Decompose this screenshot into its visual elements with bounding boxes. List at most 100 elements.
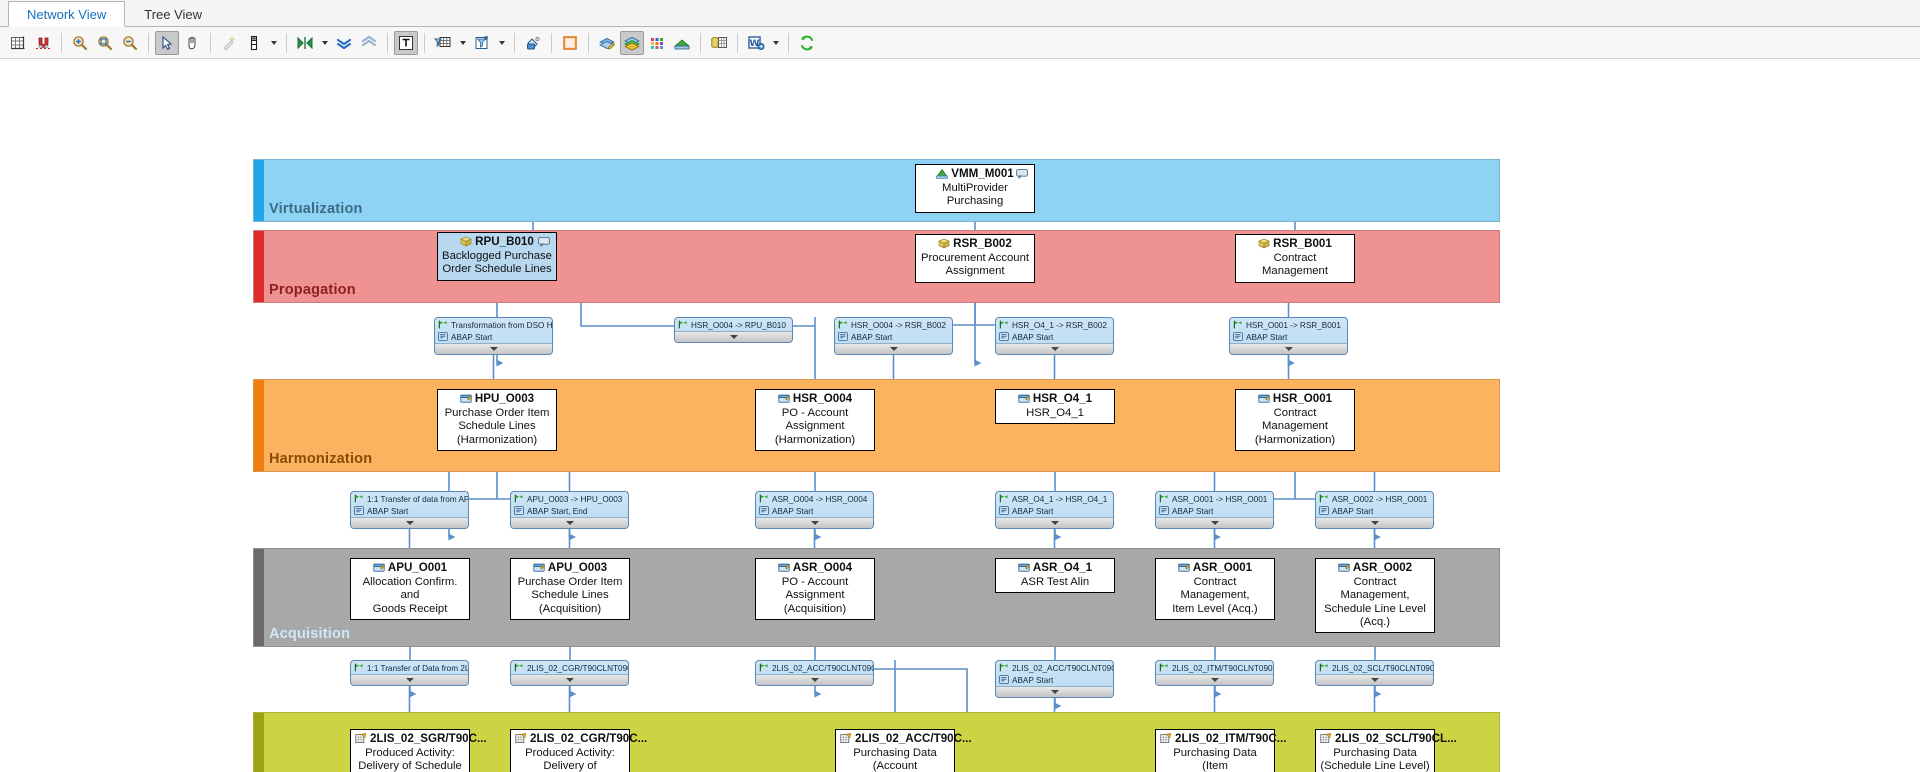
node-desc-line: (Harmonization) [1254,433,1336,446]
layout-dropdown-arrow[interactable] [267,31,280,55]
word-dropdown-arrow[interactable] [769,31,782,55]
node-desc-line: Item Level (Acq.) [1172,602,1258,615]
transformation-expand-arrow[interactable] [435,343,552,354]
magic-wand-icon[interactable] [217,31,241,55]
transformation-expand-arrow[interactable] [511,517,628,528]
transformation-sub-row: ABAP Start [351,505,468,517]
expand-horizontal-icon[interactable] [293,31,317,55]
node-vmm-m001[interactable]: VMM_M001 MultiProvider Purchasing [915,164,1035,213]
zoom-out-icon[interactable] [118,31,142,55]
transformation-expand-arrow[interactable] [511,674,628,685]
transformation-title-row: ASR_O004 -> HSR_O004 [756,492,873,505]
transformation-expand-arrow[interactable] [996,517,1113,528]
node-title: 2LIS_02_ACC/T90C... [840,732,972,747]
node-title: HPU_O003 [442,392,552,407]
comment-balloon-icon[interactable] [538,237,550,250]
node-ds-cgr[interactable]: 2LIS_02_CGR/T90C...Produced Activity:Del… [510,729,647,772]
text-tool-icon[interactable] [394,30,418,55]
node-title: RSR_B001 [1240,237,1350,252]
transformation-expand-arrow[interactable] [1230,343,1347,354]
pan-hand-icon[interactable] [180,31,204,55]
datasource-green-icon[interactable] [670,31,694,55]
filter-settings-icon[interactable] [470,31,494,55]
transformation-tr-11-2lis[interactable]: 1:1 Transfer of Data from 2LIS... [350,660,469,686]
frame-icon[interactable] [558,31,582,55]
node-ds-acc[interactable]: 2LIS_02_ACC/T90C...Purchasing Data (Acco… [835,729,972,772]
word-export-icon[interactable]: W [744,31,768,55]
table-dropdown-arrow[interactable] [456,31,469,55]
node-ds-sgr[interactable]: 2LIS_02_SGR/T90C...Produced Activity:Del… [350,729,487,772]
expand-dropdown-arrow[interactable] [318,31,331,55]
transformation-expand-arrow[interactable] [1316,674,1433,685]
transformation-title-row: ASR_O002 -> HSR_O001 [1316,492,1433,505]
paint-bucket-icon[interactable] [521,31,545,55]
collapse-down-icon[interactable] [332,31,356,55]
transformation-expand-arrow[interactable] [996,686,1113,697]
transformation-expand-arrow[interactable] [996,343,1113,354]
transformation-expand-arrow[interactable] [756,674,873,685]
table-filter-icon[interactable] [431,31,455,55]
node-title: APU_O003 [515,561,625,576]
layer-band-virtualization[interactable]: Virtualization [253,159,1500,222]
transformation-expand-arrow[interactable] [351,517,468,528]
toolbar-separator [286,32,287,53]
magnet-snap-icon[interactable] [31,31,55,55]
layers-green-icon[interactable] [620,30,644,55]
refresh-icon[interactable] [795,31,819,55]
collapse-up-icon[interactable] [357,31,381,55]
zoom-in-icon[interactable] [68,31,92,55]
transformation-expand-arrow[interactable] [1316,517,1433,528]
layers-edit-icon[interactable] [595,31,619,55]
grid-icon[interactable] [6,31,30,55]
layout-columns-icon[interactable] [242,31,266,55]
transformation-tr-hsr-o004-rpu-b010[interactable]: HSR_O004 -> RPU_B010 [674,317,793,343]
transformation-tr-cgr[interactable]: 2LIS_02_CGR/T90CLNT090 ->... [510,660,629,686]
node-ds-scl[interactable]: 2LIS_02_SCL/T90CL...Purchasing Data(Sche… [1315,729,1457,772]
transformation-tr-scl[interactable]: 2LIS_02_SCL/T90CLNT090 ->... [1315,660,1434,686]
transformation-tr-itm[interactable]: 2LIS_02_ITM/T90CLNT090 ->... [1155,660,1274,686]
transformation-tr-acc-2[interactable]: 2LIS_02_ACC/T90CLNT090 ->...ABAP Start [995,660,1114,698]
palette-icon[interactable] [645,31,669,55]
transformation-expand-arrow[interactable] [1156,517,1273,528]
transformation-expand-arrow[interactable] [835,343,952,354]
dso-icon [1018,393,1030,407]
database-table-icon[interactable] [707,31,731,55]
transformation-tr-11-apu[interactable]: 1:1 Transfer of data from APU...ABAP Sta… [350,491,469,529]
transformation-tr-dso-hp[interactable]: Transformation from DSO HP...ABAP Start [434,317,553,355]
filter-dropdown-arrow[interactable] [495,31,508,55]
transformation-flag-icon [1319,663,1329,674]
transformation-expand-arrow[interactable] [675,331,792,342]
transformation-expand-arrow[interactable] [756,517,873,528]
transformation-expand-arrow[interactable] [351,674,468,685]
select-pointer-icon[interactable] [155,30,179,55]
transformation-tr-acc-1[interactable]: 2LIS_02_ACC/T90CLNT090 ->... [755,660,874,686]
comment-balloon-icon[interactable] [1016,169,1028,182]
node-ds-itm[interactable]: 2LIS_02_ITM/T90C...Purchasing Data (Item… [1155,729,1286,772]
tab-network-view[interactable]: Network View [8,1,126,27]
zoom-fit-icon[interactable] [93,31,117,55]
tab-tree-view[interactable]: Tree View [125,1,221,27]
transformation-expand-arrow[interactable] [1156,674,1273,685]
